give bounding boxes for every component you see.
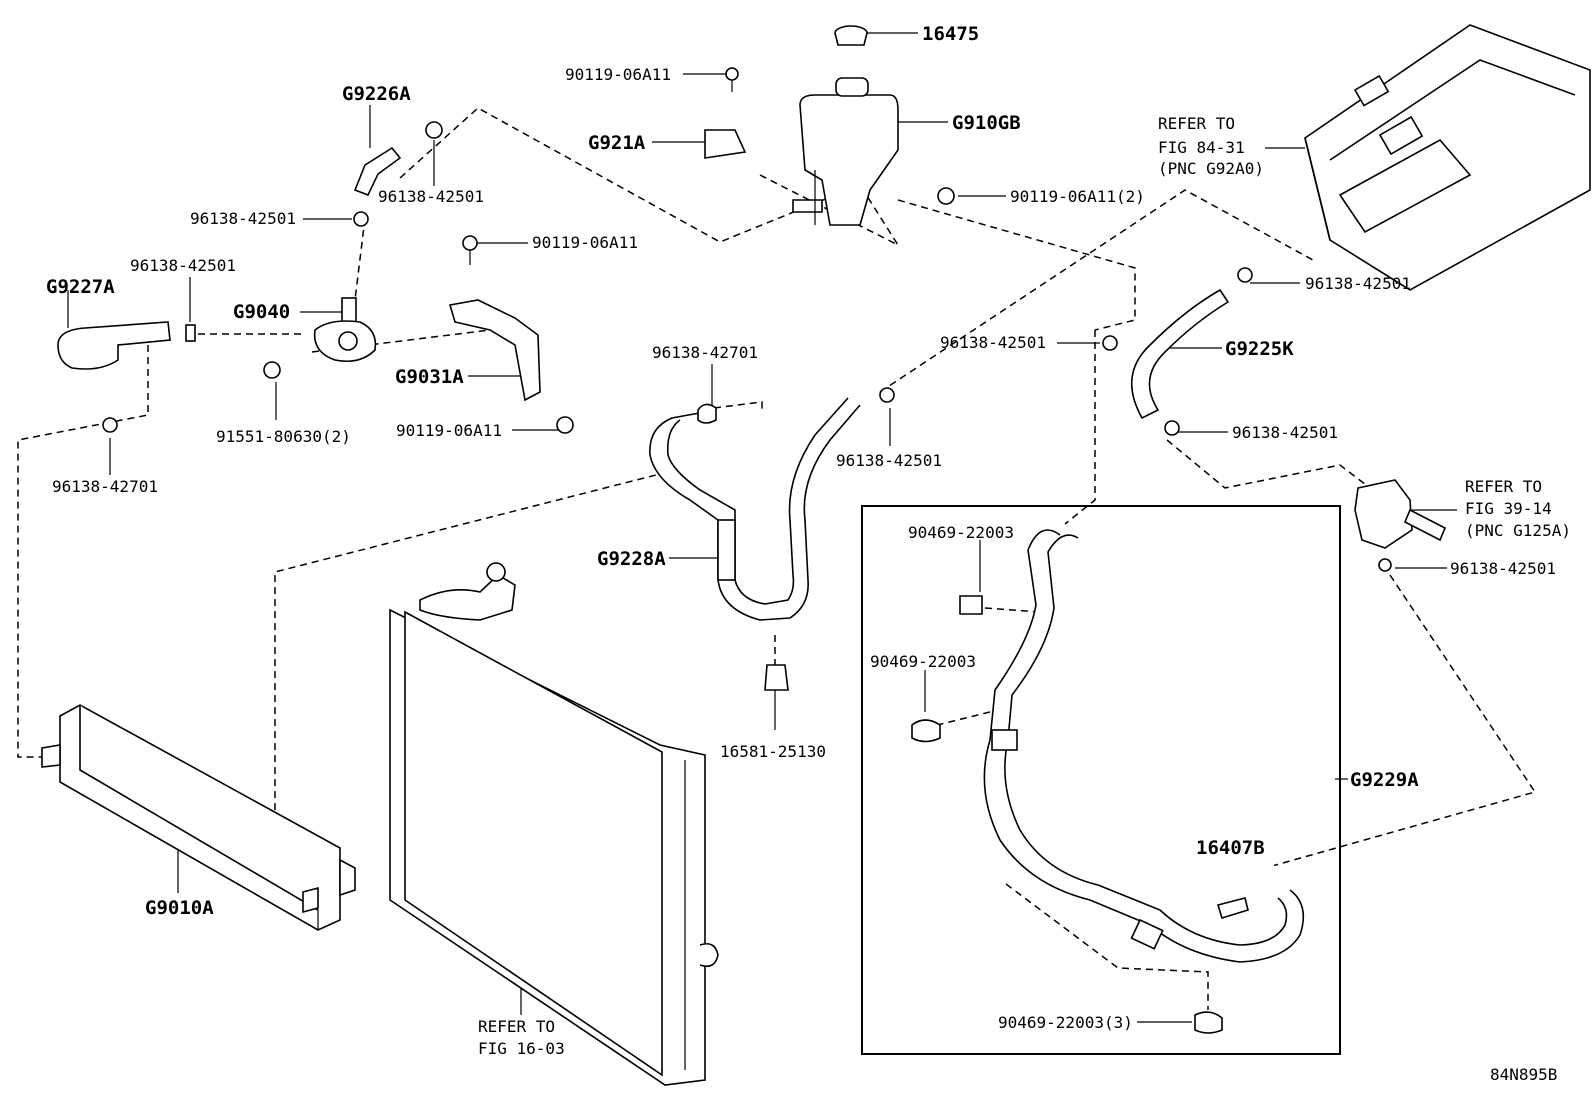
label-90119-06a11-low: 90119-06A11 xyxy=(396,421,502,440)
hose-g9228a-illustration xyxy=(649,397,861,691)
label-96138-42501-c: 96138-42501 xyxy=(130,256,236,275)
bracket-g921a-illustration xyxy=(704,67,747,159)
label-96138-42501-b: 96138-42501 xyxy=(190,209,296,228)
label-96138-42501-a: 96138-42501 xyxy=(378,187,484,206)
hose-g9229a-box xyxy=(861,505,1341,1055)
label-90469-22003-b: 90469-22003 xyxy=(870,652,976,671)
label-96138-42501-h: 96138-42501 xyxy=(1450,559,1556,578)
label-96138-42501-d: 96138-42501 xyxy=(940,333,1046,352)
label-90119-06a11-top: 90119-06A11 xyxy=(565,65,671,84)
bracket-g9031a-illustration xyxy=(448,235,541,402)
label-g921a: G921A xyxy=(588,132,646,154)
hose-g9226a-illustration xyxy=(353,146,402,197)
refer-radiator-line-2: FIG 16-03 xyxy=(478,1039,565,1058)
label-96138-42701-b: 96138-42701 xyxy=(52,477,158,496)
refer-heater-line-2: FIG 39-14 xyxy=(1465,499,1552,518)
refer-heater-line-3: (PNC G125A) xyxy=(1465,521,1571,540)
part-labels: 16475 90119-06A11 G921A G910GB 90119-06A… xyxy=(46,23,1556,1032)
refer-inverter-line-3: (PNC G92A0) xyxy=(1158,159,1264,178)
label-g9229a: G9229A xyxy=(1350,769,1419,791)
label-g9040: G9040 xyxy=(233,301,290,323)
figure-id: 84N895B xyxy=(1490,1065,1557,1084)
label-90469-22003-a: 90469-22003 xyxy=(908,523,1014,542)
label-90119-06a11-2: 90119-06A11(2) xyxy=(1010,187,1145,206)
refer-inverter-line-1: REFER TO xyxy=(1158,114,1235,133)
refer-heater-line-1: REFER TO xyxy=(1465,477,1542,496)
reservoir-tank-illustration xyxy=(792,25,899,226)
water-pump-g9040-illustration xyxy=(313,297,377,363)
label-16407b: 16407B xyxy=(1196,837,1265,859)
label-g9226a: G9226A xyxy=(342,83,411,105)
label-g9228a: G9228A xyxy=(597,548,666,570)
hose-g9225k-illustration xyxy=(1130,288,1230,420)
label-g9227a: G9227A xyxy=(46,276,115,298)
heater-unit-illustration xyxy=(1354,479,1447,549)
label-90119-06a11-mid: 90119-06A11 xyxy=(532,233,638,252)
radiator-illustration xyxy=(389,562,719,1086)
label-90469-22003-3: 90469-22003(3) xyxy=(998,1013,1133,1032)
label-91551-80630-2: 91551-80630(2) xyxy=(216,427,351,446)
label-96138-42501-g: 96138-42501 xyxy=(1232,423,1338,442)
label-16475: 16475 xyxy=(922,23,979,45)
leader-lines xyxy=(67,32,1457,1023)
hose-g9227a-illustration xyxy=(57,321,171,370)
refer-radiator-line-1: REFER TO xyxy=(478,1017,555,1036)
label-g9225k: G9225K xyxy=(1225,338,1294,360)
small-fasteners xyxy=(102,121,1392,572)
refer-inverter-line-2: FIG 84-31 xyxy=(1158,138,1245,157)
label-g9010a: G9010A xyxy=(145,897,214,919)
label-96138-42501-f: 96138-42501 xyxy=(1305,274,1411,293)
label-96138-42701-a: 96138-42701 xyxy=(652,343,758,362)
label-g910gb: G910GB xyxy=(952,112,1021,134)
inverter-illustration xyxy=(1304,24,1591,291)
refer-notes: REFER TO FIG 84-31 (PNC G92A0) REFER TO … xyxy=(478,114,1571,1058)
label-g9031a: G9031A xyxy=(395,366,464,388)
cooler-g9010a-illustration xyxy=(41,704,356,931)
label-96138-42501-e: 96138-42501 xyxy=(836,451,942,470)
label-16581-25130: 16581-25130 xyxy=(720,742,826,761)
